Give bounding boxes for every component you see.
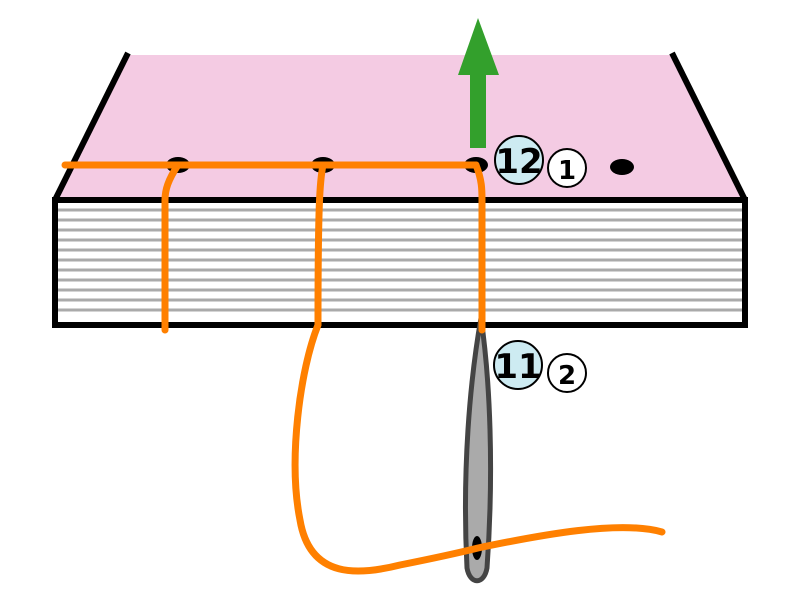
step-number-11: 11 <box>494 347 541 387</box>
step-badge-2: 2 <box>547 353 587 393</box>
up-arrow-icon <box>458 18 499 148</box>
thread <box>61 161 666 575</box>
needle <box>462 317 494 584</box>
step-badge-12: 12 <box>494 135 544 185</box>
page-lines <box>58 208 742 312</box>
step-badge-1: 1 <box>547 148 587 188</box>
cover-edge-left <box>52 51 131 202</box>
book-cover <box>55 55 745 200</box>
step-number-1: 1 <box>558 156 576 186</box>
step-number-2: 2 <box>558 361 576 391</box>
cover-edge-right <box>669 51 748 202</box>
hole-4 <box>610 159 634 175</box>
step-number-12: 12 <box>495 142 542 182</box>
step-badge-11: 11 <box>493 340 543 390</box>
